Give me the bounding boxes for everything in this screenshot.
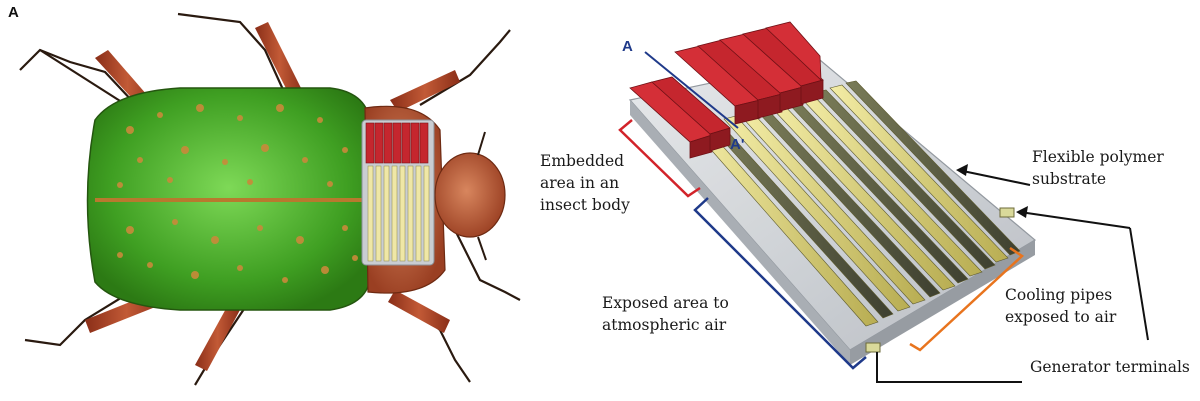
bracket-embedded bbox=[618, 119, 701, 198]
mounted-generator bbox=[361, 119, 435, 266]
cooling-pipes bbox=[691, 80, 1021, 327]
label-exposed-area: Exposed area to atmospheric air bbox=[602, 294, 729, 334]
generator-device bbox=[628, 21, 1037, 365]
elytra-spots bbox=[117, 104, 358, 283]
beetle-head bbox=[434, 152, 506, 238]
bracket-exposed bbox=[693, 197, 867, 370]
label-cooling-pipes: Cooling pipes exposed to air bbox=[1005, 286, 1117, 326]
section-mark-end: A' bbox=[730, 136, 745, 153]
terminal-pad bbox=[999, 207, 1015, 218]
section-line bbox=[644, 51, 739, 129]
arrow-heads bbox=[956, 164, 1028, 218]
beetle-antenna bbox=[477, 236, 487, 261]
beetle-antenna bbox=[477, 131, 486, 156]
panel-letter: A bbox=[8, 4, 19, 21]
terminal-pad bbox=[865, 342, 881, 353]
label-embedded-area: Embedded area in an insect body bbox=[540, 152, 630, 214]
label-flexible-substrate: Flexible polymer substrate bbox=[1032, 148, 1164, 188]
leader-lines bbox=[876, 169, 1149, 383]
label-generator-terminals: Generator terminals bbox=[1030, 358, 1190, 376]
beetle bbox=[19, 12, 521, 386]
thermoelectric-blocks bbox=[629, 21, 824, 159]
section-mark-start: A bbox=[622, 38, 633, 55]
bracket-cooling bbox=[909, 246, 1025, 352]
